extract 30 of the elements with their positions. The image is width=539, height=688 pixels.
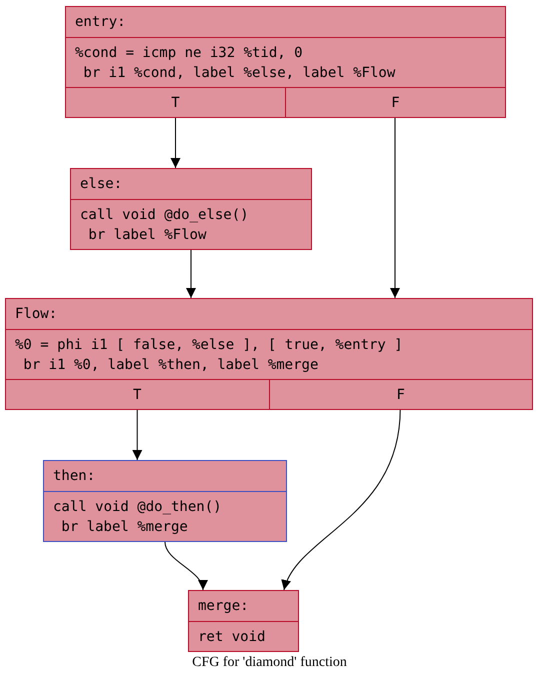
block-label: else:: [79, 175, 124, 194]
block-label: merge:: [197, 597, 250, 616]
branch-port: T: [6, 380, 268, 409]
instruction-text: br i1 %0, label %then, label %merge: [22, 356, 320, 375]
arrow: [132, 408, 142, 460]
arrow: [282, 408, 401, 590]
instruction-text: br label %Flow: [87, 226, 208, 245]
instruction-text: br label %merge: [60, 518, 189, 537]
arrow: [390, 116, 400, 298]
caption: CFG for 'diamond' function: [192, 655, 347, 670]
instruction-text: br i1 %cond, label %else, label %Flow: [82, 64, 396, 83]
basic-block-box: [43, 460, 287, 542]
instruction-text: %0 = phi i1 [ false, %else ], [ true, %entry ]: [15, 336, 404, 355]
block-label: Flow:: [14, 305, 58, 324]
arrow: [164, 542, 206, 590]
instruction-text: call void @do_then(): [53, 498, 223, 517]
arrow: [186, 250, 196, 298]
instruction-text: call void @do_else(): [80, 206, 250, 225]
branch-port: F: [285, 88, 505, 117]
block-label: entry:: [74, 13, 127, 32]
block-label: then:: [52, 467, 96, 486]
basic-block-box: [5, 298, 533, 410]
arrow: [170, 116, 180, 168]
instruction-text: ret void: [198, 628, 266, 647]
basic-block-box: [70, 168, 312, 250]
basic-block-box: [188, 590, 299, 652]
instruction-text: %cond = icmp ne i32 %tid, 0: [75, 44, 304, 63]
basic-block-box: [65, 6, 506, 118]
branch-port: T: [66, 88, 285, 117]
branch-port: F: [268, 380, 532, 409]
